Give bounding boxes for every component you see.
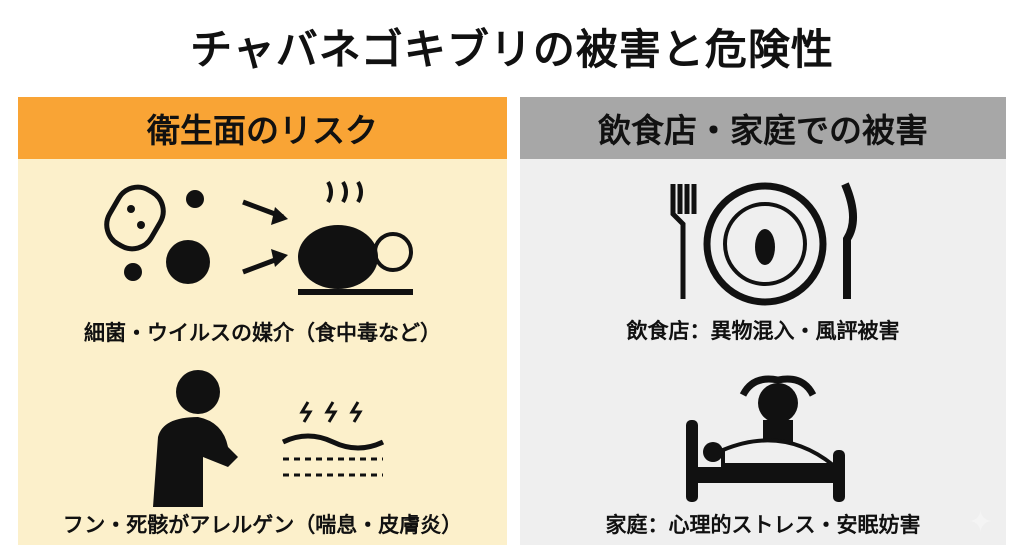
germs-to-food-icon: [104, 180, 413, 295]
sparkle-icon: ✦: [968, 505, 994, 540]
caption-home: 家庭：心理的ストレス・安眠妨害: [605, 513, 921, 537]
skin-irritation-icon: [281, 401, 385, 477]
panel-header: 飲食店・家庭での被害: [520, 97, 1006, 159]
caption-allergen: フン・死骸がアレルゲン（喘息・皮膚炎）: [62, 513, 463, 537]
panel-header: 衛生面のリスク: [18, 97, 507, 159]
caption-germs: 細菌・ウイルスの媒介（食中毒など）: [84, 321, 441, 345]
plate-cockroach-icon: [670, 182, 857, 306]
coughing-person-icon: [153, 370, 238, 507]
caption-restaurant: 飲食店：異物混入・風評被害: [626, 319, 900, 343]
hygiene-risk-panel: 衛生面のリスク 細菌・ウイルスの媒介（食中毒など） フン・死骸がアレルゲン（喘息…: [18, 97, 507, 545]
restaurant-home-damage-panel: 飲食店・家庭での被害 飲食店：異物混入・風評被害 家庭：心理的ストレス・安眠妨害: [520, 97, 1006, 545]
page-title: チャバネゴキブリの被害と危険性: [190, 25, 834, 74]
sleepless-person-bed-icon: [686, 375, 845, 502]
